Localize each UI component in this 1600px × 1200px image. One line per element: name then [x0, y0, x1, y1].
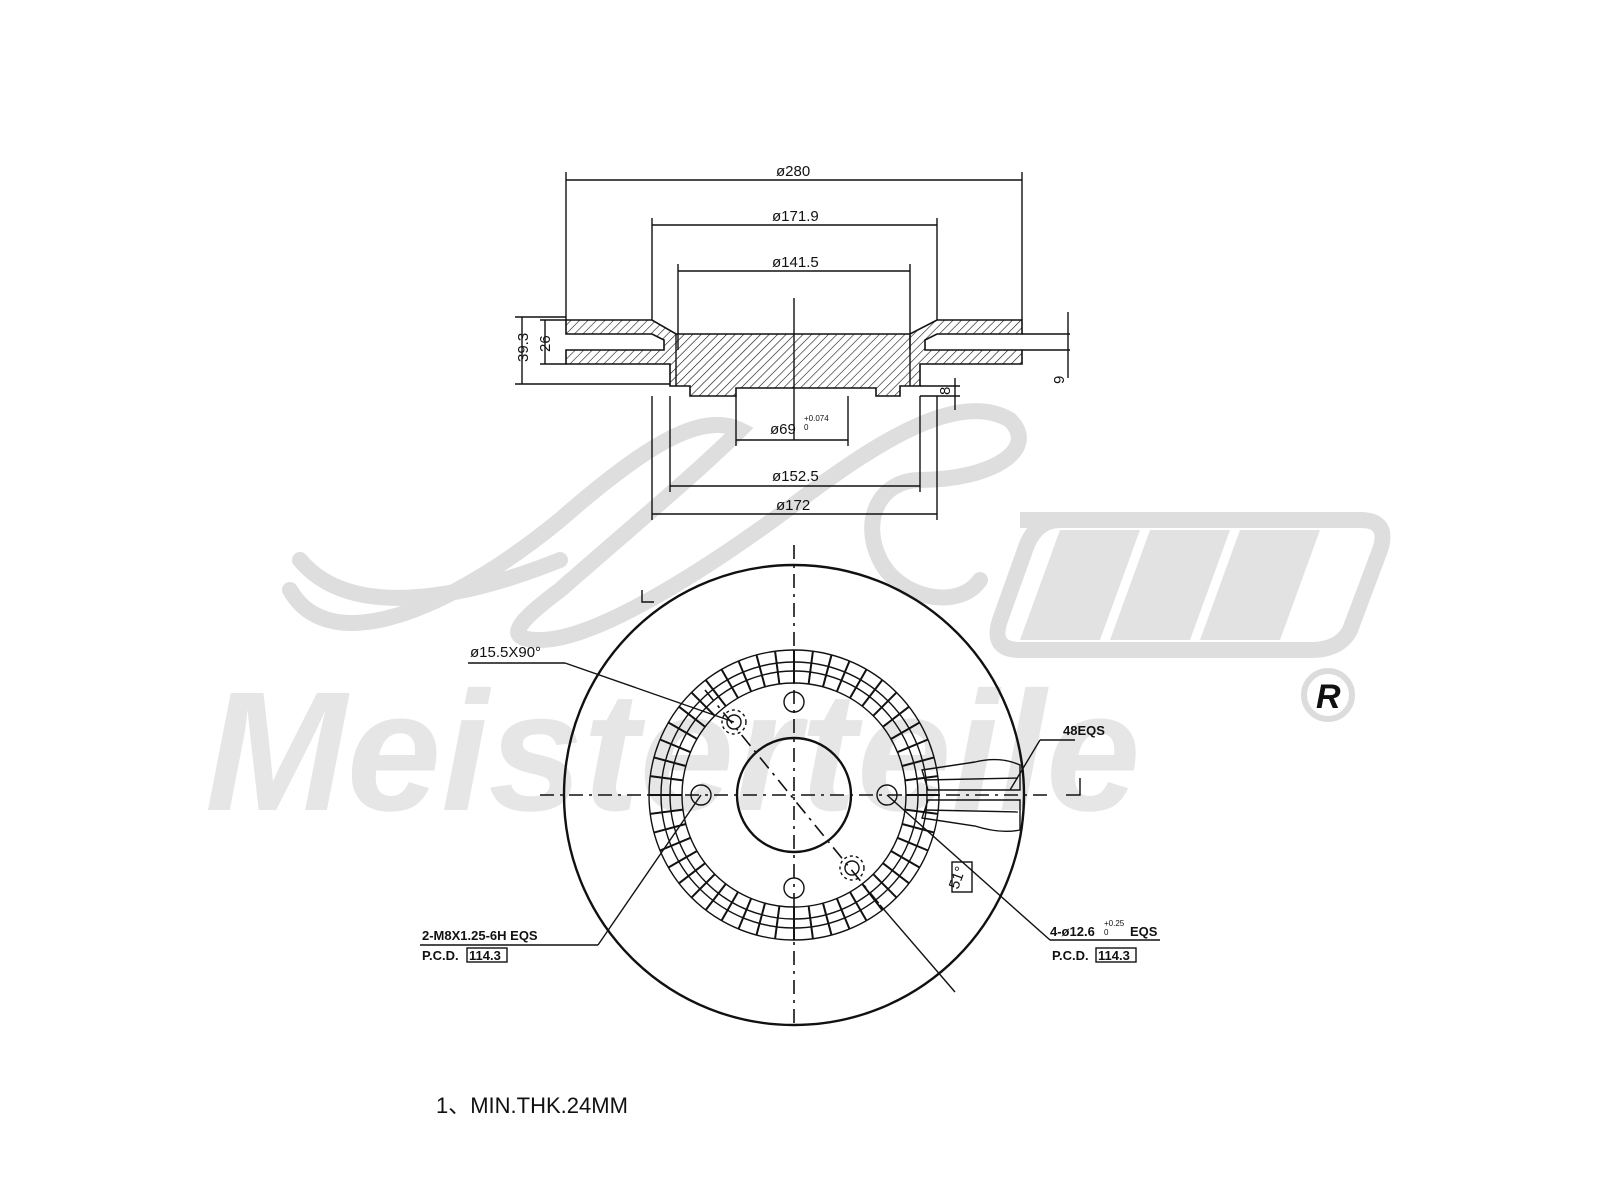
dim-friction-plate: 9 [1051, 376, 1068, 384]
section-view: ø280 ø171.9 ø141.5 39.3 26 8 9 [515, 163, 1070, 520]
vane-tick [737, 898, 753, 930]
bolt-hole-left [690, 784, 712, 806]
front-view: ø15.5X90° 48EQS 51° 2-M8X1.25-6H EQS P.C… [420, 545, 1160, 1027]
vane-tick [755, 654, 766, 688]
vane-tick [650, 775, 684, 782]
holes-tol-low: 0 [1104, 928, 1109, 937]
vane-tick [690, 873, 716, 899]
vane-tick [901, 823, 935, 834]
vane-tick [822, 902, 833, 936]
vane-tick [822, 654, 833, 688]
bolt-hole-right [876, 784, 898, 806]
vane-tick [861, 679, 884, 707]
vane-tick [667, 721, 698, 740]
vane-tick [690, 691, 716, 717]
vane-tick [650, 808, 684, 815]
dim-center-bore: ø69 [770, 421, 796, 438]
dim-disc-thickness: 26 [537, 335, 554, 352]
holes-label-suffix: EQS [1130, 924, 1158, 939]
watermark-registered-mark: R [1316, 678, 1341, 716]
bolt-hole-top [783, 691, 805, 713]
vane-tick [901, 756, 935, 767]
vane-tick [872, 873, 898, 899]
vane-tick [737, 660, 753, 692]
watermark: Meisterteile R [205, 403, 1391, 847]
dim-outer-diameter: ø280 [776, 163, 810, 180]
vane-tick [704, 883, 727, 911]
vane-tick [897, 836, 929, 852]
dim-hat-outer: ø171.9 [772, 208, 819, 225]
vane-tick [653, 756, 687, 767]
vane-tick [755, 902, 766, 936]
vane-tick [897, 738, 929, 754]
min-thickness-note: 1、MIN.THK.24MM [436, 1093, 628, 1118]
vane-tick [849, 891, 868, 922]
vane-tick [678, 705, 706, 728]
holes-tol: +0.25 [1104, 919, 1125, 928]
vane-tick [720, 891, 739, 922]
dim-center-bore-tol: +0.074 [804, 414, 829, 423]
pcd-right-value: 114.3 [1098, 948, 1130, 963]
pcd-right-prefix: P.C.D. [1052, 948, 1089, 963]
dim-hat-inner: ø141.5 [772, 254, 819, 271]
vane-tick [890, 721, 921, 740]
vane-tick [835, 898, 851, 930]
vane-tick [882, 862, 910, 885]
dim-hub-flange: 8 [937, 387, 954, 395]
vane-tick [861, 883, 884, 911]
bolt-hole-bottom [783, 877, 805, 899]
dim-hub-inner: ø152.5 [772, 468, 819, 485]
vane-tick [904, 775, 938, 782]
vane-tick [659, 738, 691, 754]
vane-tick [904, 808, 938, 815]
vane-ticks [649, 650, 939, 940]
vane-tick [774, 651, 781, 685]
pcd-left-value: 114.3 [469, 948, 501, 963]
vane-tick [872, 691, 898, 717]
dim-hub-outer: ø172 [776, 497, 810, 514]
dim-center-bore-tol-low: 0 [804, 423, 809, 432]
pcd-left-prefix: P.C.D. [422, 948, 459, 963]
thread-label: 2-M8X1.25-6H EQS [422, 928, 538, 943]
vane-tick [678, 862, 706, 885]
vane-tick [720, 668, 739, 699]
dim-total-height: 39.3 [515, 333, 532, 362]
holes-label-prefix: 4-ø12.6 [1050, 924, 1095, 939]
chamfer-label: ø15.5X90° [470, 644, 541, 661]
vane-tick [807, 905, 814, 939]
watermark-brand: Meisterteile [205, 657, 1140, 847]
vane-tick [890, 850, 921, 869]
vane-tick [704, 679, 727, 707]
vane-tick [835, 660, 851, 692]
vane-tick [774, 905, 781, 939]
vane-tick [882, 705, 910, 728]
vane-tick [667, 850, 698, 869]
vanes-label: 48EQS [1063, 723, 1105, 738]
vane-tick [807, 651, 814, 685]
vane-tick [849, 668, 868, 699]
angle-label: 51° [946, 864, 970, 891]
